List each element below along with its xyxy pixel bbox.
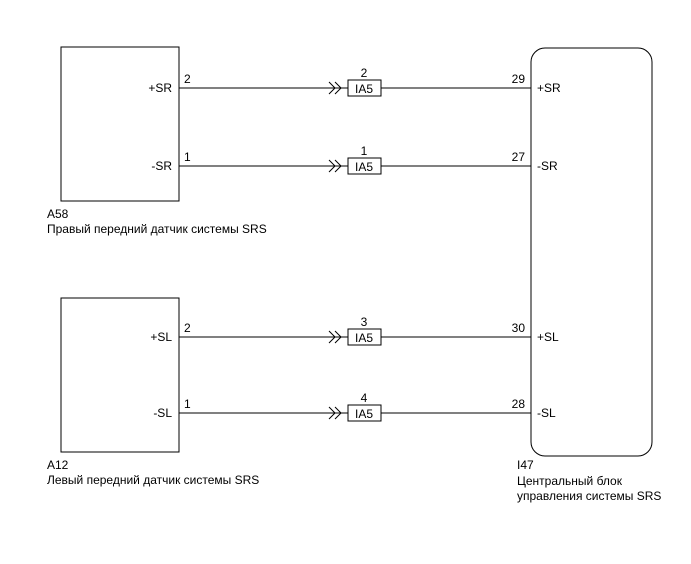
a12-pin-num-minus: 1 bbox=[184, 397, 191, 411]
a12-pin-num-plus: 2 bbox=[184, 321, 191, 335]
i47-pin-num-sl-plus: 30 bbox=[512, 321, 526, 335]
a12-pin-label-plus: +SL bbox=[150, 330, 172, 344]
connector-pin-num: 2 bbox=[361, 66, 368, 80]
i47-pin-label-sr-plus: +SR bbox=[537, 81, 561, 95]
wire-sl-plus: 2 3 IA5 30 bbox=[179, 315, 531, 346]
a12-name: Левый передний датчик системы SRS bbox=[47, 473, 259, 487]
wire-sl-minus: 1 4 IA5 28 bbox=[179, 391, 531, 422]
i47-pin-label-sl-minus: -SL bbox=[537, 406, 556, 420]
i47-pin-num-sl-minus: 28 bbox=[512, 397, 526, 411]
i47-name-line1: Центральный блок bbox=[517, 474, 623, 488]
a58-pin-label-minus: -SR bbox=[151, 159, 172, 173]
i47-center-unit-box bbox=[530, 47, 653, 457]
i47-pin-label-sl-plus: +SL bbox=[537, 330, 559, 344]
i47-pin-num-sr-plus: 29 bbox=[512, 72, 526, 86]
i47-pin-label-sr-minus: -SR bbox=[537, 159, 558, 173]
connector-code: IA5 bbox=[355, 407, 373, 421]
wire-sr-plus: 2 2 IA5 29 bbox=[179, 66, 531, 97]
i47-code: I47 bbox=[517, 458, 534, 472]
wire-sr-minus: 1 1 IA5 27 bbox=[179, 144, 531, 175]
a58-pin-num-minus: 1 bbox=[184, 150, 191, 164]
connector-pin-num: 1 bbox=[361, 144, 368, 158]
connector-pin-num: 3 bbox=[361, 315, 368, 329]
a58-sensor-box bbox=[60, 46, 180, 202]
a58-pin-num-plus: 2 bbox=[184, 72, 191, 86]
a12-code: A12 bbox=[47, 458, 69, 472]
a12-pin-label-minus: -SL bbox=[153, 406, 172, 420]
connector-code: IA5 bbox=[355, 82, 373, 96]
a58-name: Правый передний датчик системы SRS bbox=[47, 222, 267, 236]
a12-sensor-box bbox=[60, 297, 180, 453]
i47-name-line2: управления системы SRS bbox=[517, 489, 661, 503]
i47-pin-num-sr-minus: 27 bbox=[512, 150, 526, 164]
connector-pin-num: 4 bbox=[361, 391, 368, 405]
a58-pin-label-plus: +SR bbox=[148, 81, 172, 95]
connector-code: IA5 bbox=[355, 331, 373, 345]
a58-code: A58 bbox=[47, 207, 69, 221]
connector-code: IA5 bbox=[355, 160, 373, 174]
